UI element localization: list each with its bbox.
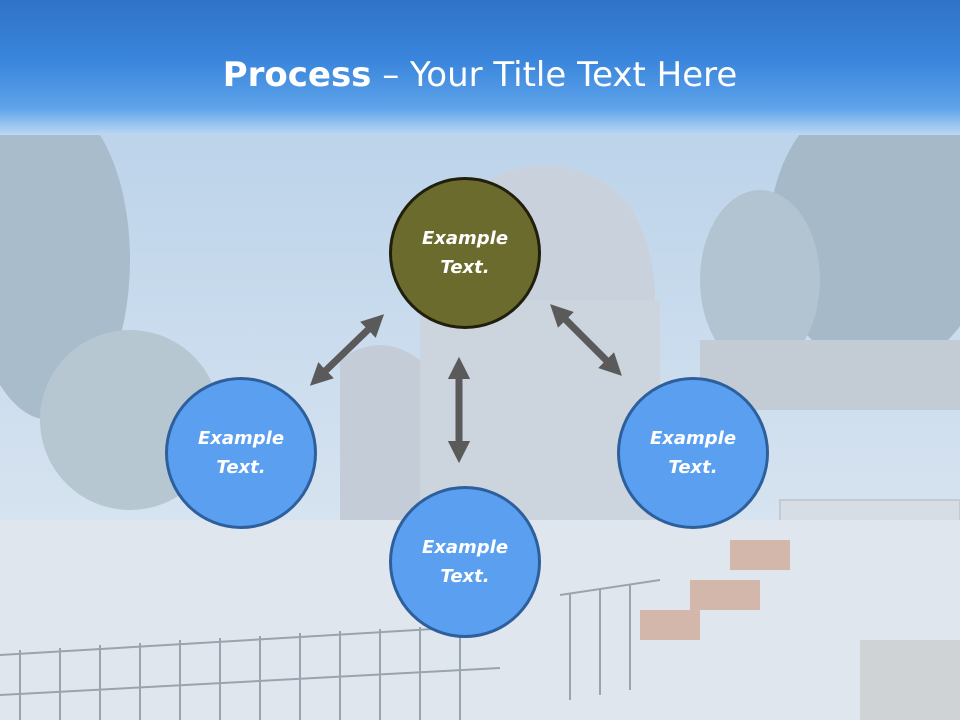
label-line: Example — [197, 428, 285, 449]
title-bar — [0, 0, 960, 135]
label-line: Text. — [440, 257, 490, 278]
label-line: Example — [421, 537, 509, 558]
label-line: Text. — [668, 457, 718, 478]
arrow-top-right — [550, 304, 622, 376]
title-bold: Process — [222, 55, 372, 95]
arrow-top-left — [309, 314, 385, 386]
label-line: Example — [421, 228, 509, 249]
label-line: Text. — [216, 457, 266, 478]
label-line: Text. — [440, 566, 490, 587]
label-line: Example — [649, 428, 737, 449]
title-rest: – Your Title Text Here — [371, 55, 738, 95]
slide-title: Process – Your Title Text Here — [0, 50, 960, 100]
